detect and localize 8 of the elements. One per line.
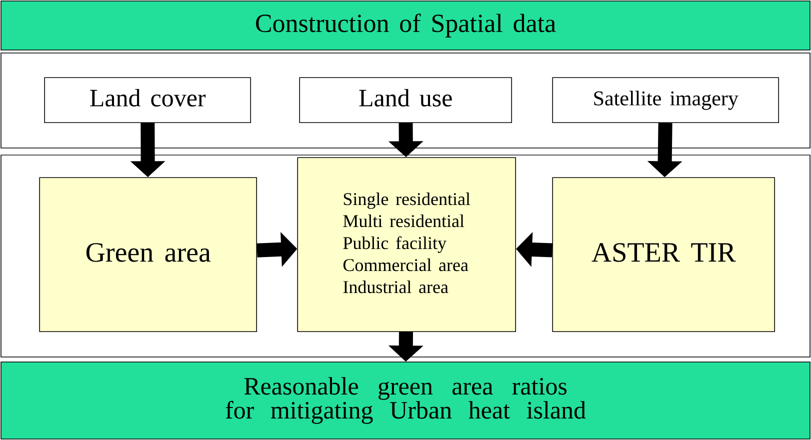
input-box: Land use: [299, 77, 512, 123]
process-box: Green area: [39, 177, 257, 332]
process-box: ASTER TIR: [552, 177, 775, 332]
input-box: Land cover: [44, 77, 251, 123]
input-box: Satellite imagery: [552, 77, 779, 123]
result-band: Reasonable green area ratios for mitigating Urban heat island: [0, 362, 810, 440]
title-band: Construction of Spatial data: [0, 0, 810, 50]
process-box: Single residential Multi residential Public facility Commercial area Industrial area: [297, 157, 516, 332]
